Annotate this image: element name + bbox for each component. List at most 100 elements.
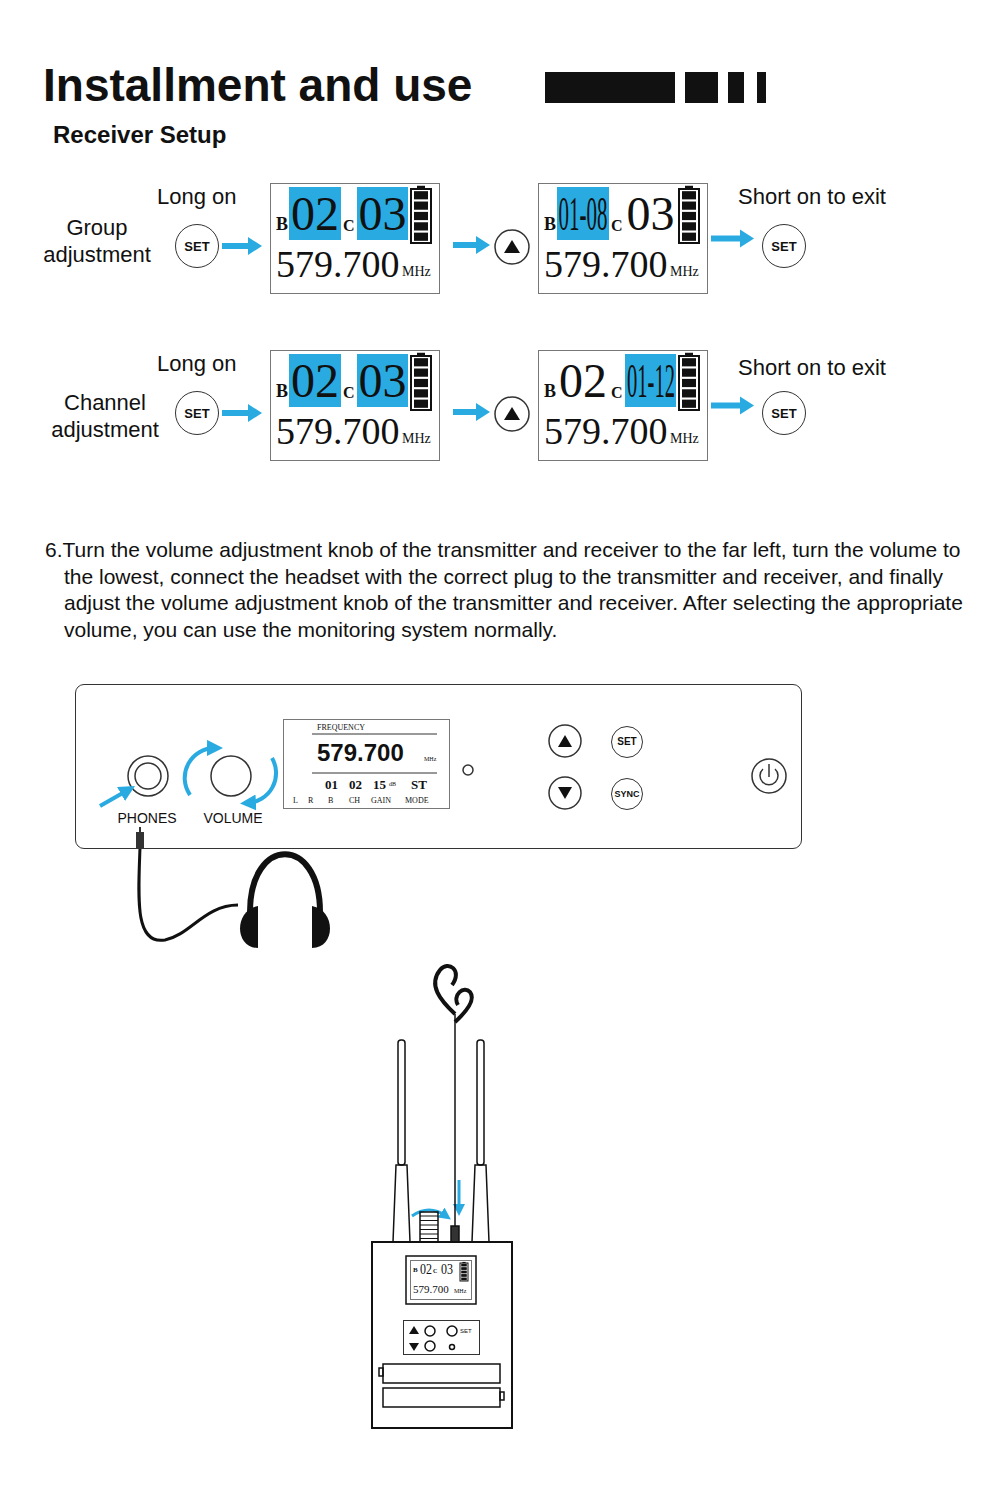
display-text: R (308, 797, 313, 805)
text-cell: SET (175, 391, 219, 435)
display-text: 579.700 (544, 245, 668, 283)
display-text: GAIN (371, 797, 391, 805)
page-title: Installment and use (43, 62, 472, 108)
highlight-box: 02 (289, 187, 341, 240)
round-button: SET (611, 726, 643, 758)
button-label: SET (771, 240, 796, 253)
battery-icon (411, 353, 431, 410)
button-panel: SET (403, 1320, 480, 1355)
flow-arrow (222, 404, 262, 422)
button-label: SET (771, 407, 796, 420)
lcd-screen: FREQUENCY579.700MHz010215dBSTLRBCHGAINMO… (283, 719, 450, 809)
display-text: C (343, 385, 355, 401)
transmitter-panel: PHONESVOLUMEFREQUENCY579.700MHz010215dBS… (75, 684, 802, 849)
text-cell: SET (762, 391, 806, 435)
flow-arrow (711, 397, 754, 415)
display-text: B (544, 382, 556, 400)
lcd-screen: B02C 03 579.700 MHz (410, 1260, 472, 1300)
display-text: 579.700 (317, 741, 404, 765)
display-text: 01-12 (627, 357, 675, 405)
knurl-stroke (420, 1216, 438, 1217)
round-button: SET (175, 224, 219, 268)
display-text: L (293, 797, 298, 805)
display-text: 02 (559, 357, 607, 405)
display-text: 02 (420, 1263, 432, 1277)
flow-arrow (222, 237, 262, 255)
button-label: SET (184, 240, 209, 253)
round-button: SYNC (611, 778, 643, 810)
display-text: 15 (373, 778, 386, 791)
knurl-stroke (420, 1234, 438, 1235)
display-text: 03 (627, 190, 675, 238)
flow-arrow (453, 236, 490, 421)
step-label: Long on (157, 186, 237, 208)
title-bars (545, 72, 766, 103)
display-text: 03 (441, 1263, 453, 1277)
display-text: 02 (291, 357, 339, 405)
display-text: B (413, 1267, 418, 1274)
headphones (136, 827, 330, 948)
display-text: B (328, 797, 333, 805)
button-label: SET (184, 407, 209, 420)
display-text: 01-08 (559, 190, 608, 238)
step-label: Group adjustment (30, 214, 164, 268)
lcd-screen: B02C03579.700MHz (270, 350, 440, 461)
display-text: 579.700 (544, 412, 668, 450)
display-text: C (611, 385, 623, 401)
text-cell: 03 (625, 187, 676, 240)
knurl-stroke (420, 1229, 438, 1230)
highlight-box: 03 (357, 354, 408, 407)
display-text: dB (389, 781, 396, 787)
knurl-stroke (420, 1238, 438, 1239)
round-button: SET (175, 391, 219, 435)
step-label: Receiver Setup (53, 123, 226, 147)
round-button: SET (762, 391, 806, 435)
display-text: 579.700 (276, 245, 400, 283)
button-label: SYNC (614, 790, 639, 799)
display-text: 02 (349, 778, 362, 791)
lcd-screen: B02C01-12579.700MHz (538, 350, 708, 461)
display-text: VOLUME (204, 811, 263, 825)
display-text: 01 (325, 778, 338, 791)
instruction-text: 6.Turn the volume adjustment knob of the… (45, 537, 995, 644)
text-cell: 03 (439, 1262, 454, 1277)
knurl-stroke (420, 1225, 438, 1226)
battery-icon (679, 186, 699, 243)
knob-knurling (420, 1216, 438, 1239)
display-text: MHz (670, 265, 699, 279)
lcd-screen: B01-08C03579.700MHz (538, 183, 708, 294)
highlight-box: 02 (289, 354, 341, 407)
flow-arrow (711, 230, 754, 248)
step-label: Short on to exit (738, 357, 886, 379)
display-text: MHz (454, 1288, 466, 1294)
step-label: Long on (157, 353, 237, 375)
display-text: SET (460, 1328, 472, 1334)
text-cell: 02 (418, 1262, 433, 1277)
display-text: C (343, 218, 355, 234)
display-text: MHz (402, 432, 431, 446)
text-cell: SYNC (611, 778, 643, 810)
display-text: MHz (402, 265, 431, 279)
battery-icon (411, 186, 431, 243)
display-text: 579.700 (413, 1284, 449, 1295)
display-text: 03 (359, 190, 407, 238)
transmitter-controls (128, 725, 786, 809)
display-text: B (276, 382, 288, 400)
button-label: SET (617, 737, 636, 747)
blue-arrows (100, 748, 459, 1216)
display-text: PHONES (118, 811, 177, 825)
bodypack-receiver (372, 966, 512, 1428)
lcd-screen: B02C03 579.700MHz (270, 183, 440, 294)
display-text: 02 (291, 190, 339, 238)
display-text: 03 (359, 357, 407, 405)
display-text: B (276, 215, 288, 233)
display-text: C (611, 218, 623, 234)
text-cell: 02 (557, 354, 609, 407)
text-cell: SET (175, 224, 219, 268)
highlight-box: 03 (357, 187, 408, 240)
display-text: C (433, 1268, 437, 1274)
highlight-box: 01-12 (625, 354, 676, 407)
knurl-stroke (420, 1220, 438, 1221)
